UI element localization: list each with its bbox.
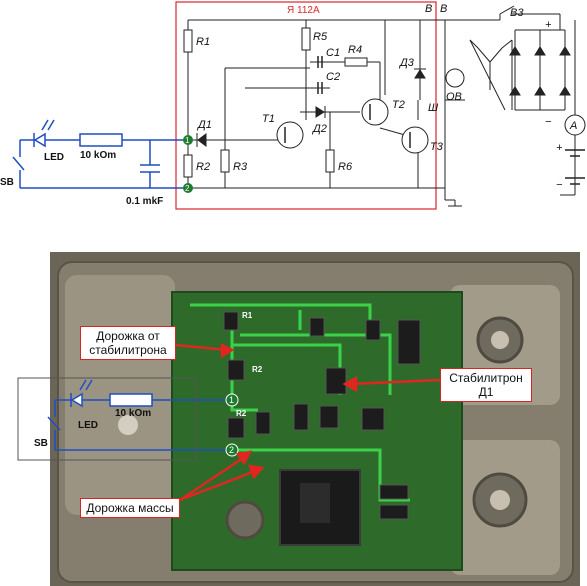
field-winding (445, 68, 465, 88)
schematic: Я 112А (0, 1, 586, 210)
smd-t1 (319, 405, 339, 429)
transistor-t3 (401, 126, 429, 154)
ground-symbol (448, 200, 462, 207)
regulator-block-title: Я 112А (287, 5, 320, 16)
callout-zener-track: Дорожка от стабилитрона (80, 326, 176, 360)
battery (565, 149, 585, 185)
d1-label: Д1 (196, 119, 212, 131)
smd-r2a (227, 359, 245, 381)
bridge-minus: − (545, 116, 552, 128)
diode-d3 (414, 69, 426, 79)
callout-zener: Стабилитрон Д1 (440, 368, 532, 402)
overlay-node-2-dot (225, 443, 239, 457)
rectifier-bridge (509, 29, 571, 111)
t1-label: Т1 (262, 113, 275, 125)
smd-r1 (223, 311, 239, 331)
transistor-t2 (361, 98, 389, 126)
external-resistor-label: 10 kOm (80, 150, 116, 161)
switch-b3-label: В3 (510, 7, 524, 19)
smd-part-d (365, 319, 381, 341)
r3-label: R3 (233, 161, 248, 173)
overlay-switch-label: SB (34, 438, 48, 449)
overlay-test-panel (17, 377, 197, 461)
external-led-label: LED (44, 152, 64, 163)
c2-label: С2 (326, 71, 340, 83)
ammeter (564, 114, 586, 136)
smd-part-b (293, 403, 309, 431)
smd-part-e (379, 484, 409, 500)
resistor-r2 (183, 154, 193, 178)
pcb-mark-r1: R1 (242, 311, 253, 320)
resistor-r6 (325, 149, 335, 173)
r5-label: R5 (313, 31, 328, 43)
generator-winding (469, 39, 513, 111)
resistor-r3 (220, 149, 230, 173)
r6-label: R6 (338, 161, 353, 173)
smd-part-c (309, 317, 325, 337)
terminal-b2-label: В (440, 3, 447, 15)
r1-label: R1 (196, 36, 210, 48)
node-2-label: 2 (185, 184, 190, 193)
node-1-label: 1 (185, 136, 190, 145)
smd-r2b (227, 417, 245, 439)
battery-minus: − (556, 179, 563, 191)
pcb-photo: R1 R2 R2 LED 10 kOm SB 1 2 (17, 252, 580, 586)
pcb-mark-r2b: R2 (236, 409, 247, 418)
smd-diode-large (397, 319, 421, 365)
overlay-node-2-label: 2 (229, 445, 234, 455)
overlay-resistor-label: 10 kOm (115, 408, 151, 419)
transistor-t1 (276, 121, 304, 149)
ammeter-label: А (569, 120, 577, 132)
terminal-b1-label: В (425, 3, 432, 15)
t2-label: Т2 (392, 99, 405, 111)
callout-arrows (174, 342, 441, 502)
d3-label: Д3 (398, 57, 415, 69)
r2-label: R2 (196, 161, 210, 173)
external-test-circuit (12, 119, 188, 189)
pcb-mark-r2a: R2 (252, 365, 263, 374)
t3-label: Т3 (430, 141, 444, 153)
zener-diode-d1 (325, 367, 347, 395)
overlay-node-1-label: 1 (229, 395, 234, 405)
c1-label: С1 (326, 47, 340, 59)
smd-part-a (255, 411, 271, 435)
node-2-dot (183, 183, 193, 193)
terminal-sh-label: Ш (428, 102, 439, 114)
external-switch-label: SB (0, 177, 14, 188)
overlay-led-label: LED (78, 420, 98, 431)
resistor-r1 (183, 29, 193, 53)
smd-part-f (379, 504, 409, 520)
resistor-r5 (301, 27, 311, 51)
d2-label: Д2 (311, 123, 327, 135)
bridge-plus: + (545, 19, 552, 31)
battery-plus: + (556, 142, 563, 154)
overlay-test-circuit (47, 379, 232, 451)
field-winding-label: ОВ (446, 91, 462, 103)
smd-t2 (361, 407, 385, 431)
overlay-node-1-dot (225, 393, 239, 407)
regulator-block-frame (175, 1, 437, 210)
diode-d1 (197, 133, 207, 147)
node-1-dot (183, 135, 193, 145)
callout-ground-track: Дорожка массы (80, 498, 180, 518)
diode-d2 (315, 106, 325, 118)
resistor-r4 (344, 57, 368, 67)
r4-label: R4 (348, 44, 362, 56)
external-capacitor-label: 0.1 mkF (126, 196, 163, 207)
